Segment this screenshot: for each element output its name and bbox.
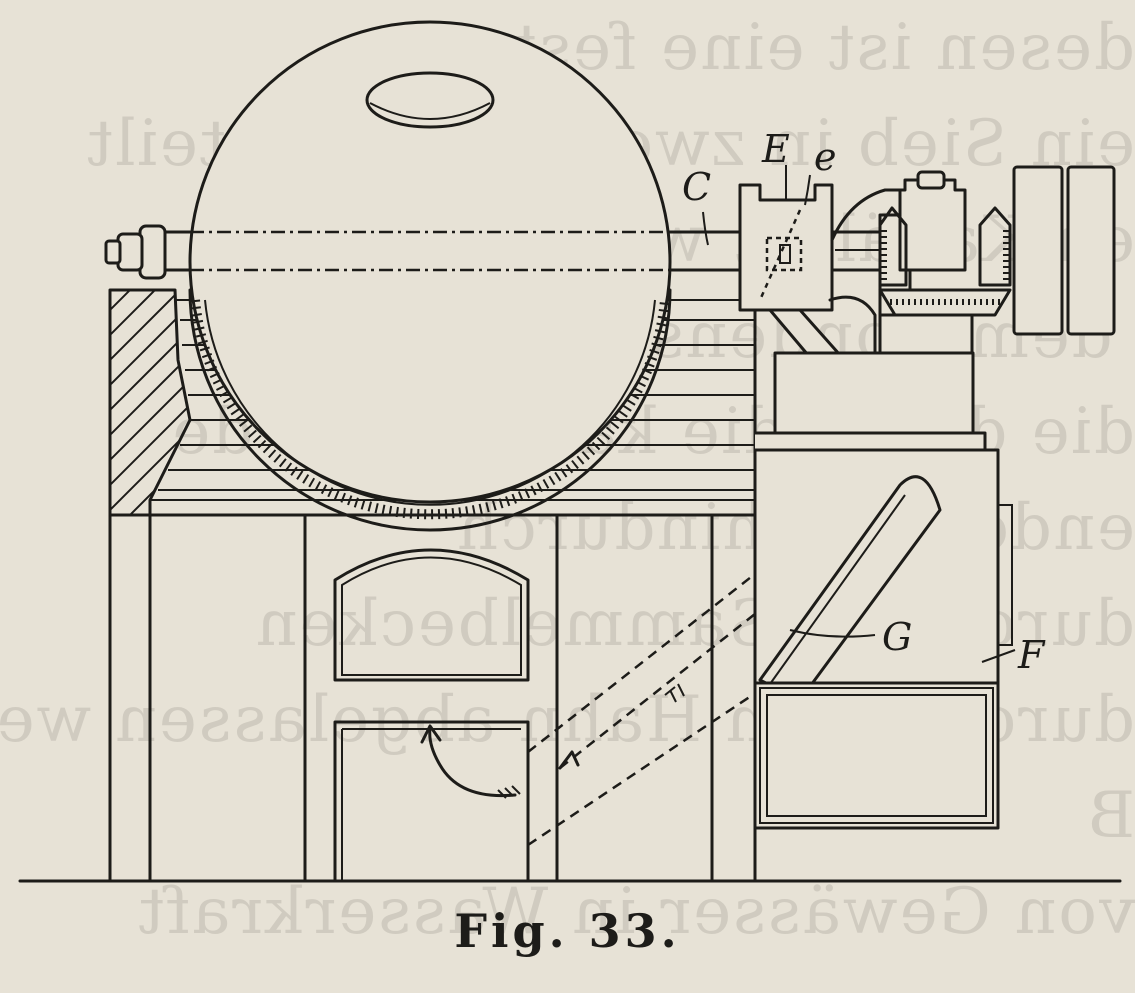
dashed-duct-middle bbox=[559, 609, 761, 769]
leader-g bbox=[789, 629, 876, 638]
dashed-duct-upper bbox=[527, 569, 761, 753]
coupling-housing bbox=[738, 183, 842, 357]
label-c-shaft: C bbox=[682, 165, 711, 209]
upper-fire-door bbox=[333, 548, 530, 682]
leader-e-lower bbox=[804, 174, 811, 206]
condenser-housing bbox=[753, 351, 1013, 830]
label-g: G bbox=[882, 615, 912, 659]
drive-pulleys bbox=[1012, 165, 1116, 336]
duct-arrow-head bbox=[558, 750, 580, 770]
leader-c bbox=[702, 211, 709, 246]
label-f: F bbox=[1017, 633, 1046, 677]
bevel-gear-assembly bbox=[828, 170, 1012, 357]
airflow-curved-arrow bbox=[420, 724, 521, 799]
left-shaft-bearing bbox=[104, 224, 192, 280]
dashed-duct-lower bbox=[527, 688, 761, 847]
left-wall-hatched bbox=[108, 288, 192, 517]
label-e-lower: e bbox=[814, 135, 837, 179]
label-e-upper: E bbox=[761, 127, 790, 171]
lower-ash-door bbox=[333, 720, 530, 883]
brickwork-lines bbox=[158, 299, 755, 491]
rotating-drum bbox=[188, 20, 672, 532]
inclined-tube bbox=[758, 475, 942, 702]
leader-f bbox=[981, 649, 1016, 663]
drum-manhole bbox=[365, 71, 495, 129]
figure-caption: Fig. 33. bbox=[454, 904, 681, 958]
